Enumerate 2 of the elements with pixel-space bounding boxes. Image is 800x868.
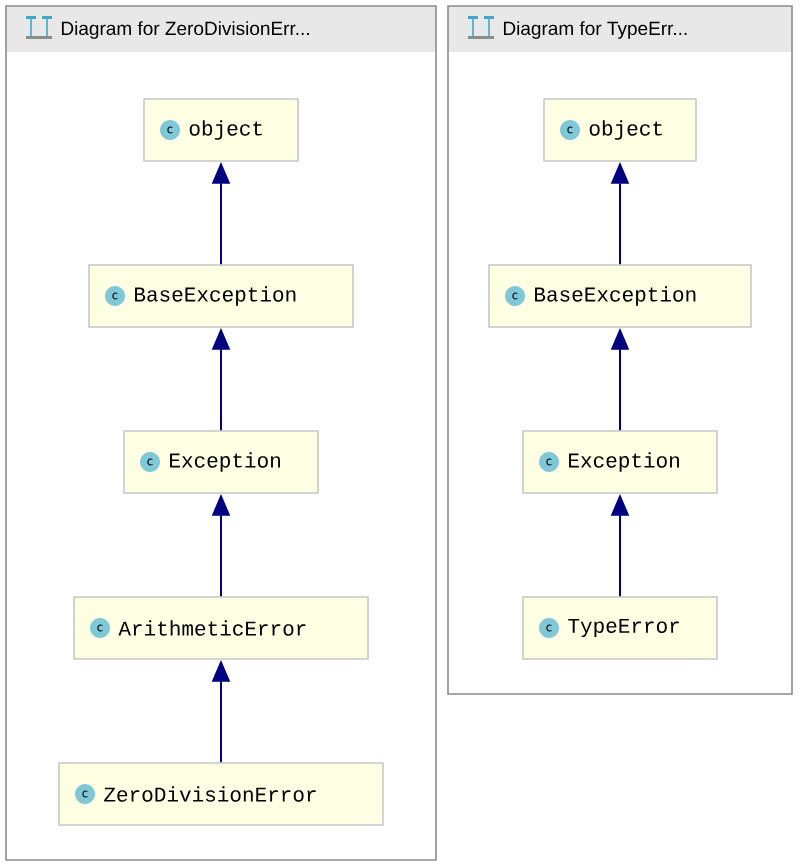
panel-title: Diagram for TypeErr...	[503, 21, 687, 39]
panel-title: Diagram for ZeroDivisionErr...	[61, 21, 309, 39]
